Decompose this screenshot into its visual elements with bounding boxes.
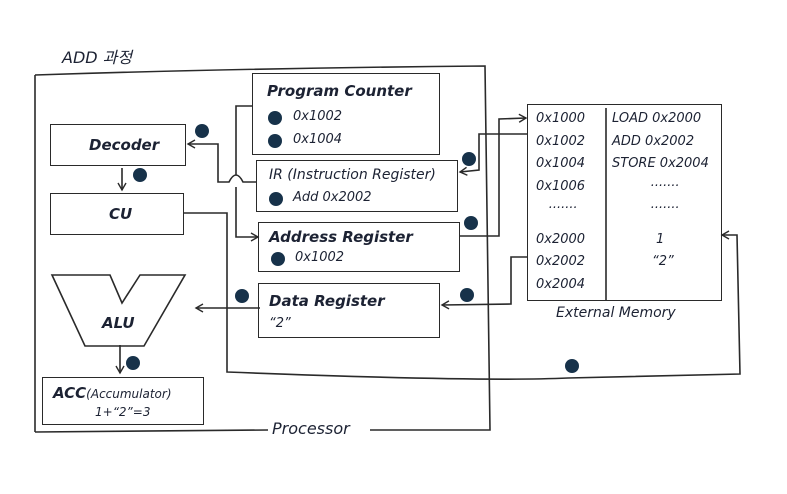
address-register-value: 0x1002 bbox=[295, 250, 345, 265]
pc-value-2: 0x1004 bbox=[293, 132, 343, 147]
memory-content: ······· bbox=[650, 178, 679, 194]
memory-content: ······· bbox=[650, 201, 679, 216]
step-marker-icon bbox=[464, 216, 478, 230]
wire-ir-to-decoder bbox=[186, 139, 256, 183]
wire-memory-to-dr bbox=[440, 256, 528, 310]
memory-address: 0x1000 bbox=[536, 111, 586, 126]
program-counter-box: Program Counter 0x1002 0x1004 bbox=[252, 73, 440, 155]
memory-address: 0x1002 bbox=[536, 133, 586, 149]
step-marker-icon bbox=[271, 252, 285, 266]
wire-cu-to-memory bbox=[184, 212, 741, 380]
alu-shape bbox=[50, 274, 187, 347]
step-marker-icon bbox=[268, 111, 282, 125]
memory-content: “2” bbox=[652, 254, 674, 269]
ir-title: IR (Instruction Register) bbox=[269, 167, 436, 183]
memory-address: 0x2002 bbox=[536, 254, 586, 269]
step-marker-icon bbox=[133, 168, 147, 182]
memory-content: LOAD 0x2000 bbox=[612, 111, 702, 126]
decoder-box: Decoder bbox=[50, 124, 186, 166]
step-marker-icon bbox=[460, 288, 474, 302]
ir-value: Add 0x2002 bbox=[293, 190, 372, 205]
step-marker-icon bbox=[268, 134, 282, 148]
step-marker-icon bbox=[195, 124, 209, 138]
step-marker-icon bbox=[462, 152, 476, 166]
cu-box: CU bbox=[50, 193, 184, 235]
memory-address: 0x1004 bbox=[536, 156, 586, 171]
program-counter-title: Program Counter bbox=[267, 82, 412, 100]
acc-title-row: ACC(Accumulator) bbox=[53, 383, 172, 402]
memory-gap bbox=[612, 221, 720, 229]
data-register-title: Data Register bbox=[269, 292, 385, 310]
acc-title: ACC bbox=[53, 384, 87, 402]
memory-content: STORE 0x2004 bbox=[612, 156, 709, 171]
alu-title: ALU bbox=[102, 314, 135, 332]
acc-value: 1+“2”=3 bbox=[95, 405, 151, 419]
step-marker-icon bbox=[565, 359, 579, 373]
memory-address-column: 0x1000 0x1002 0x1004 0x1006 ······· 0x20… bbox=[536, 108, 602, 296]
memory-content-column: LOAD 0x2000 ADD 0x2002 STORE 0x2004 ····… bbox=[612, 108, 720, 274]
memory-gap bbox=[536, 221, 602, 229]
processor-label: Processor bbox=[270, 419, 352, 438]
memory-address: 0x2000 bbox=[536, 231, 586, 247]
data-register-box: Data Register “2” bbox=[258, 283, 440, 338]
decoder-title: Decoder bbox=[89, 136, 160, 154]
memory-address: 0x2004 bbox=[536, 276, 586, 292]
memory-content: 1 bbox=[656, 231, 665, 247]
address-register-box: Address Register 0x1002 bbox=[258, 222, 460, 272]
memory-address: ······· bbox=[548, 201, 577, 216]
memory-address: 0x1006 bbox=[536, 178, 586, 194]
data-register-value: “2” bbox=[269, 316, 291, 331]
external-memory-box bbox=[527, 104, 722, 301]
step-marker-icon bbox=[235, 289, 249, 303]
cu-title: CU bbox=[109, 205, 133, 223]
acc-box: ACC(Accumulator) 1+“2”=3 bbox=[42, 377, 204, 425]
instruction-register-box: IR (Instruction Register) Add 0x2002 bbox=[256, 160, 458, 212]
acc-subtitle: (Accumulator) bbox=[86, 387, 172, 401]
external-memory-label: External Memory bbox=[556, 305, 676, 321]
pc-value-1: 0x1002 bbox=[293, 109, 343, 124]
diagram-title: ADD 과정 bbox=[62, 48, 133, 67]
step-marker-icon bbox=[269, 192, 283, 206]
step-marker-icon bbox=[126, 356, 140, 370]
memory-content: ADD 0x2002 bbox=[612, 133, 695, 149]
wire-memory-to-ir bbox=[458, 133, 528, 176]
wire-address-to-memory bbox=[460, 113, 528, 237]
address-register-title: Address Register bbox=[269, 228, 413, 246]
wire-pc-to-address bbox=[235, 105, 258, 237]
